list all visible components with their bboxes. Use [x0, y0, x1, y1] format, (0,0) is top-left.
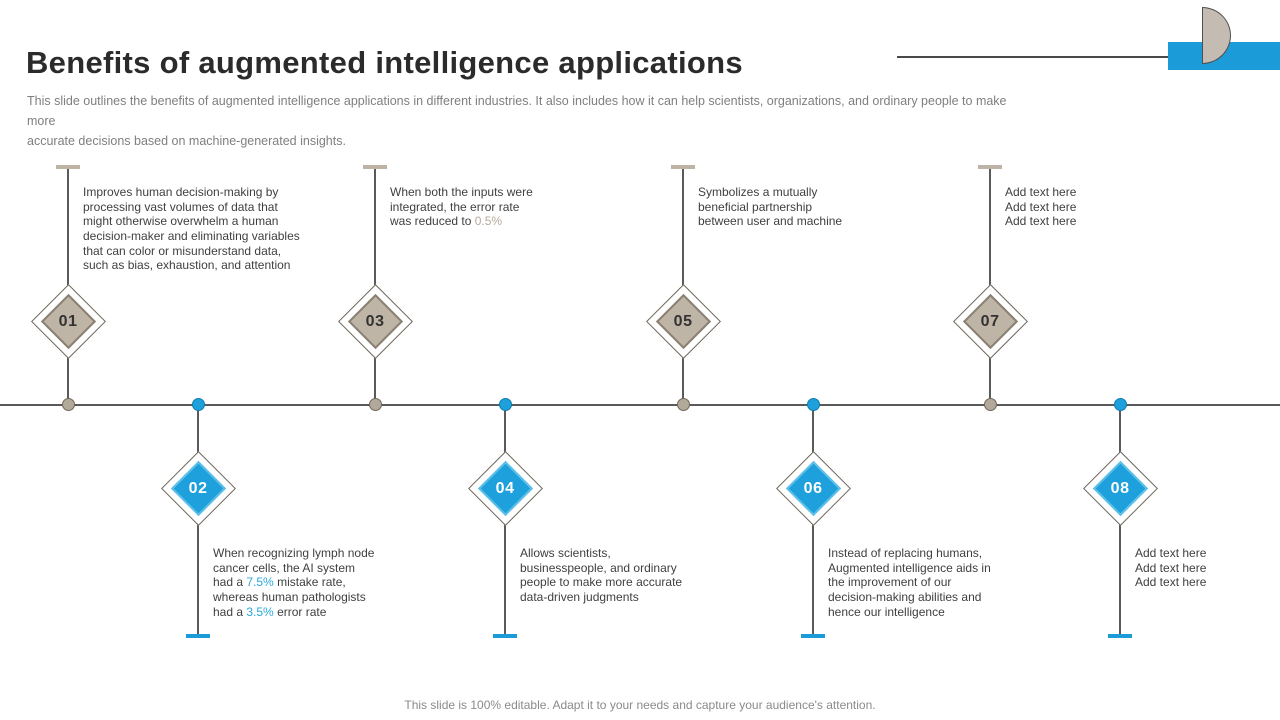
end-tick	[363, 165, 387, 169]
milestone-text-placeholder: Add text here Add text here Add text her…	[1135, 546, 1207, 590]
end-tick	[186, 634, 210, 638]
page-title: Benefits of augmented intelligence appli…	[26, 44, 743, 80]
milestone-number: 08	[1110, 479, 1130, 497]
milestone-text: When both the inputs were integrated, th…	[390, 185, 533, 229]
footer-note: This slide is 100% editable. Adapt it to…	[404, 698, 876, 712]
milestone-text: Symbolizes a mutually beneficial partner…	[698, 185, 843, 229]
milestone-diamond-fill: 03	[347, 293, 403, 350]
milestone-diamond: 02	[160, 451, 236, 526]
milestone-text: Instead of replacing humans, Augmented i…	[828, 546, 991, 619]
end-tick	[56, 165, 80, 169]
timeline-dot	[1113, 398, 1127, 411]
milestone-diamond: 06	[775, 451, 851, 526]
milestone-number: 05	[673, 312, 693, 330]
timeline-dot	[498, 398, 512, 411]
milestone-number: 02	[188, 479, 208, 497]
milestone-diamond-fill: 01	[40, 293, 96, 350]
milestone-text: Improves human decision-making by proces…	[83, 185, 300, 273]
timeline-dot	[983, 398, 997, 411]
milestone-number: 06	[803, 479, 823, 497]
timeline-dot	[191, 398, 205, 411]
timeline-dot	[676, 398, 690, 411]
title-divider-line	[897, 56, 1169, 58]
milestone-number: 07	[980, 312, 1000, 330]
end-tick	[801, 634, 825, 638]
milestone-text: When recognizing lymph node cancer cells…	[213, 546, 375, 619]
milestone-text-placeholder: Add text here Add text here Add text her…	[1005, 185, 1077, 229]
slide-subtitle: This slide outlines the benefits of augm…	[27, 93, 1007, 149]
timeline-dot	[806, 398, 820, 411]
milestone-text: Allows scientists, businesspeople, and o…	[520, 546, 683, 604]
end-tick	[1108, 634, 1132, 638]
milestone-diamond: 03	[337, 284, 413, 359]
milestone-diamond-fill: 07	[962, 293, 1018, 350]
timeline-axis	[0, 404, 1280, 406]
milestone-diamond: 08	[1082, 451, 1158, 526]
milestone-diamond: 07	[952, 284, 1028, 359]
end-tick	[671, 165, 695, 169]
milestone-diamond-fill: 06	[785, 460, 841, 517]
milestone-diamond: 04	[467, 451, 543, 526]
end-tick	[978, 165, 1002, 169]
milestone-diamond-fill: 04	[477, 460, 533, 517]
milestone-number: 04	[495, 479, 515, 497]
timeline-dot	[368, 398, 382, 411]
milestone-diamond-fill: 08	[1092, 460, 1148, 517]
milestone-diamond-fill: 05	[655, 293, 711, 350]
milestone-diamond: 05	[645, 284, 721, 359]
milestone-number: 01	[58, 312, 78, 330]
milestone-number: 03	[365, 312, 385, 330]
milestone-diamond-fill: 02	[170, 460, 226, 517]
timeline-dot	[61, 398, 75, 411]
milestone-diamond: 01	[30, 284, 106, 359]
end-tick	[493, 634, 517, 638]
